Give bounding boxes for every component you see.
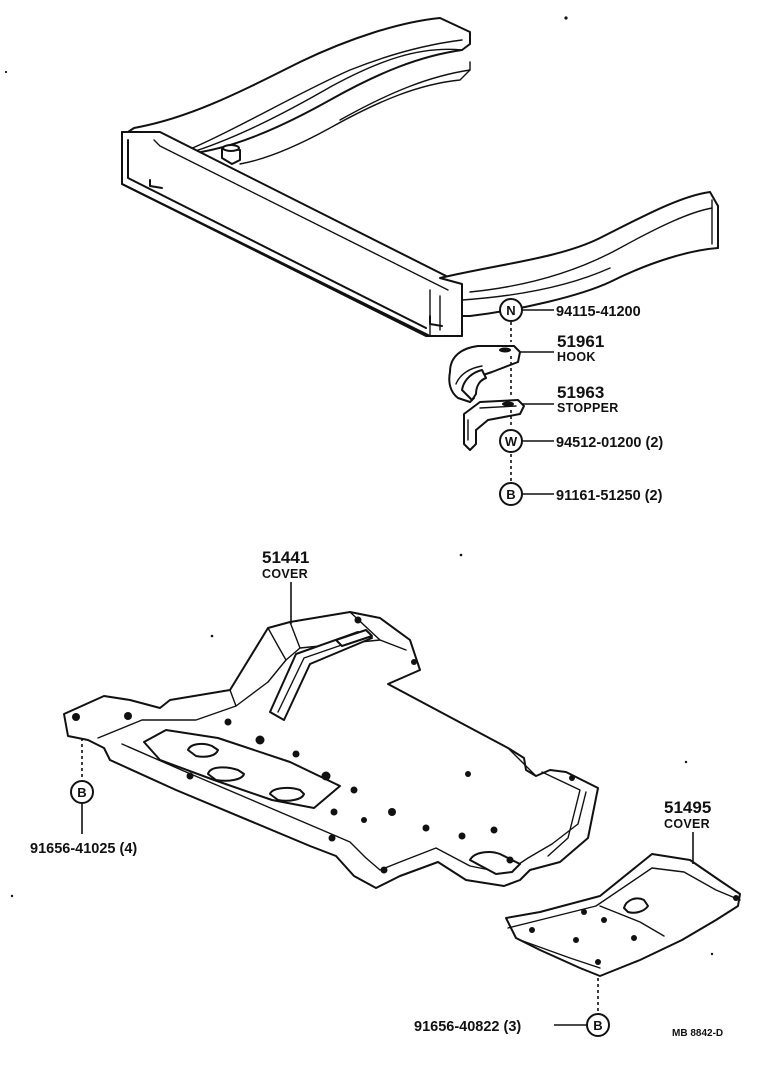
svg-text:B: B xyxy=(77,785,86,800)
diagram-code: MB 8842-D xyxy=(672,1028,723,1039)
cover-rear-part-number: 51495 xyxy=(664,798,711,817)
frame-assembly xyxy=(121,17,719,337)
hook-part xyxy=(448,345,521,403)
hook-part-name: HOOK xyxy=(557,350,596,364)
bolt-main-cover-part-number: 91656-41025 (4) xyxy=(30,841,137,857)
svg-text:N: N xyxy=(506,303,515,318)
hook-part-number: 51961 xyxy=(557,332,604,351)
svg-text:B: B xyxy=(593,1018,602,1033)
bolt-hook-part-number: 91161-51250 (2) xyxy=(556,488,663,504)
bolt-symbol-hook: B xyxy=(499,482,523,506)
washer-part-number: 94512-01200 (2) xyxy=(556,435,663,451)
fastener-callouts-upper: N 94115-41200 51961 HOOK 51963 STOPPER W… xyxy=(499,298,663,506)
nut-part-number: 94115-41200 xyxy=(556,304,641,320)
stopper-part-number: 51963 xyxy=(557,383,604,402)
stopper-part xyxy=(463,399,525,451)
stopper-part-name: STOPPER xyxy=(557,401,619,415)
svg-text:B: B xyxy=(506,487,515,502)
scan-specks xyxy=(4,16,714,956)
bolt-callout-rear-cover: B 91656-40822 (3) xyxy=(414,978,610,1037)
nut-symbol: N xyxy=(499,298,523,322)
cover-main-part-name: COVER xyxy=(262,567,308,581)
rear-cover xyxy=(505,853,741,977)
main-cover xyxy=(63,611,599,889)
cover-rear-part-name: COVER xyxy=(664,817,710,831)
cover-main-part-number: 51441 xyxy=(262,548,309,567)
svg-text:W: W xyxy=(505,434,518,449)
bolt-rear-cover-part-number: 91656-40822 (3) xyxy=(414,1019,521,1035)
washer-symbol: W xyxy=(499,429,523,453)
bolt-callout-main-cover: B 91656-41025 (4) xyxy=(30,738,137,857)
